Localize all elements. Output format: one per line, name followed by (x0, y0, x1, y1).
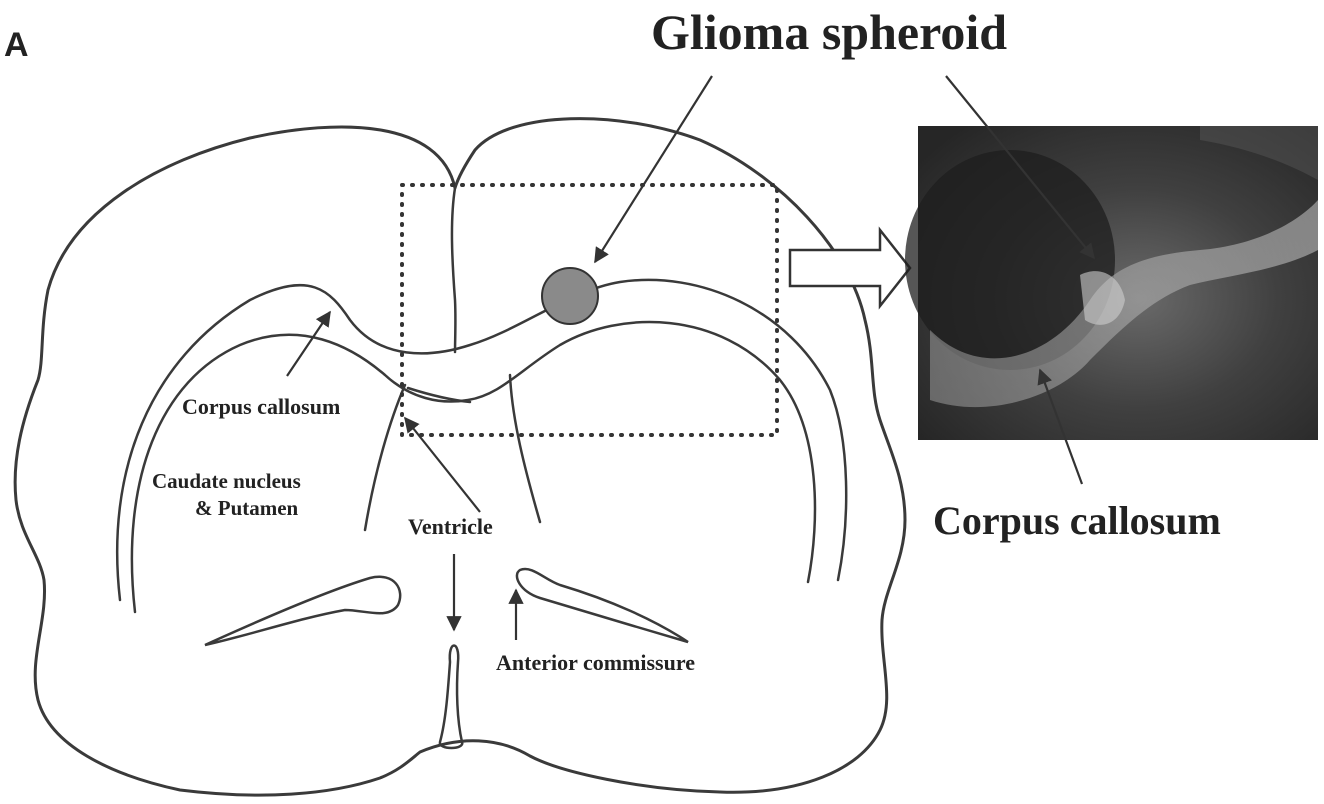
corpus-callosum-inset-label: Corpus callosum (933, 498, 1221, 543)
ventricle-right-wall (510, 375, 540, 522)
anterior-commissure-right (517, 569, 688, 642)
block-arrow (790, 230, 910, 306)
anterior-commissure-label: Anterior commissure (496, 650, 695, 675)
midline-fissure (452, 188, 455, 352)
arrow-title-to-spheroid (595, 76, 712, 262)
glioma-spheroid (542, 268, 598, 324)
ventricle-left-wall (365, 385, 405, 530)
ventricle-label: Ventricle (408, 514, 493, 539)
corpus-callosum-outline-lower (132, 322, 815, 612)
corpus-callosum-outline-upper (117, 280, 846, 600)
anterior-commissure-left (205, 577, 400, 645)
glioma-spheroid-label: Glioma spheroid (651, 4, 1007, 60)
third-ventricle (440, 646, 462, 749)
inset-image (905, 126, 1318, 440)
arrow-corpus-callosum (287, 312, 330, 376)
corpus-callosum-label: Corpus callosum (182, 394, 340, 419)
caudate-nucleus-label-line1: Caudate nucleus (152, 469, 301, 493)
panel-label: A (4, 26, 29, 64)
caudate-nucleus-label-line2: & Putamen (195, 496, 299, 520)
brain-outline (15, 119, 905, 796)
arrow-ventricle (405, 418, 480, 512)
